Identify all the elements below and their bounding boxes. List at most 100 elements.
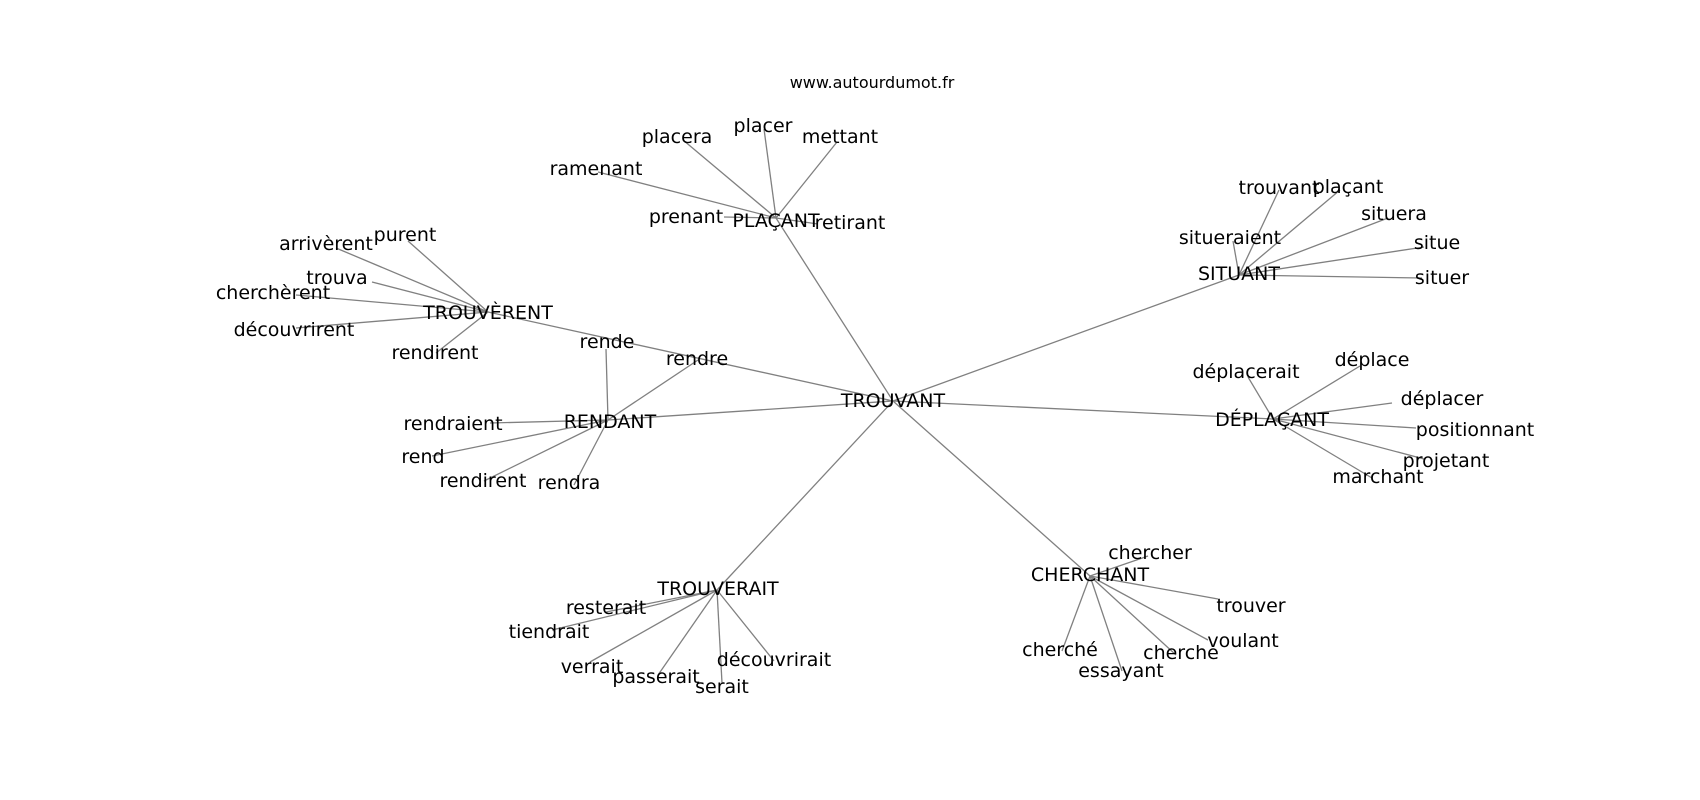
leaf-node-label[interactable]: voulant bbox=[1207, 630, 1278, 652]
leaf-node-label[interactable]: cherché bbox=[1022, 639, 1098, 661]
leaf-node-label[interactable]: découvrirait bbox=[717, 649, 831, 671]
leaf-node-label[interactable]: rendraient bbox=[403, 413, 502, 435]
leaf-node-label[interactable]: essayant bbox=[1078, 660, 1164, 682]
edge-hub-to-leaf bbox=[1272, 418, 1373, 479]
edge-hub-to-leaf bbox=[1089, 575, 1123, 672]
leaf-node-label[interactable]: plaçant bbox=[1313, 176, 1384, 198]
leaf-node-label[interactable]: rendre bbox=[666, 348, 728, 370]
edge-hub-to-leaf bbox=[716, 589, 775, 662]
edge-hub-to-leaf bbox=[1247, 376, 1274, 420]
edge-hub-to-leaf bbox=[1089, 575, 1177, 656]
leaf-node-label[interactable]: trouver bbox=[1216, 595, 1285, 617]
edge-hub-to-leaf bbox=[1089, 555, 1149, 577]
leaf-node-label[interactable]: marchant bbox=[1332, 466, 1423, 488]
leaf-node-label[interactable]: rend bbox=[401, 446, 444, 468]
leaf-node-label[interactable]: arrivèrent bbox=[279, 233, 373, 255]
leaf-node-label[interactable]: situera bbox=[1361, 203, 1427, 225]
edge-hub-to-leaf bbox=[605, 348, 609, 421]
leaf-node-label[interactable]: rendra bbox=[538, 472, 601, 494]
hub-node-label[interactable]: DÉPLAÇANT bbox=[1215, 408, 1329, 431]
edge-hub-to-leaf bbox=[1089, 575, 1219, 600]
edge-hub-to-leaf bbox=[1238, 189, 1341, 276]
leaf-node-label[interactable]: verrait bbox=[561, 656, 624, 678]
leaf-node-label[interactable]: découvrirent bbox=[234, 319, 355, 341]
leaf-node-label[interactable]: situer bbox=[1415, 267, 1469, 289]
edge-hub-to-leaf bbox=[335, 247, 489, 313]
edge-hub-to-leaf bbox=[483, 419, 609, 482]
leaf-node-label[interactable]: déplacerait bbox=[1192, 361, 1299, 383]
leaf-node-label[interactable]: positionnant bbox=[1416, 419, 1534, 441]
leaf-node-label[interactable]: placer bbox=[734, 115, 793, 137]
edge-hub-to-leaf bbox=[573, 419, 609, 486]
edge-hub-to-leaf bbox=[1061, 575, 1091, 652]
hub-node-label[interactable]: CHERCHANT bbox=[1031, 564, 1150, 586]
edge-hub-to-leaf bbox=[1272, 418, 1417, 429]
leaf-node-label[interactable]: tiendrait bbox=[509, 621, 590, 643]
edge-hub-to-leaf bbox=[775, 141, 838, 219]
edge-hub-to-leaf bbox=[407, 240, 489, 313]
edge-hub-to-leaf bbox=[716, 589, 723, 684]
edge-center-to-hub bbox=[716, 400, 894, 591]
leaf-node-label[interactable]: chercher bbox=[1108, 542, 1192, 564]
leaf-node-label[interactable]: rende bbox=[580, 331, 635, 353]
edge-hub-to-leaf bbox=[1238, 217, 1389, 276]
edge-hub-to-leaf bbox=[1232, 240, 1240, 276]
leaf-node-label[interactable]: retirant bbox=[815, 212, 886, 234]
leaf-node-label[interactable]: resterait bbox=[566, 597, 646, 619]
leaf-node-label[interactable]: rendirent bbox=[439, 470, 526, 492]
edge-center-to-hub bbox=[892, 400, 1091, 577]
graph-edges bbox=[295, 128, 1425, 684]
leaf-node-label[interactable]: trouva bbox=[306, 267, 367, 289]
edge-hub-to-leaf bbox=[657, 589, 718, 676]
edge-hub-to-leaf bbox=[1272, 418, 1425, 460]
edge-hub-to-leaf bbox=[607, 359, 699, 421]
edge-hub-to-leaf bbox=[589, 589, 718, 663]
leaf-node-label[interactable]: déplace bbox=[1335, 349, 1410, 371]
leaf-node-label[interactable]: cherchèrent bbox=[216, 282, 330, 304]
hub-node-label[interactable]: SITUANT bbox=[1198, 263, 1280, 285]
edge-center-to-hub bbox=[892, 274, 1240, 402]
leaf-node-label[interactable]: cherche bbox=[1143, 642, 1219, 664]
edge-hub-to-leaf bbox=[371, 281, 489, 313]
hub-node-label[interactable]: RENDANT bbox=[564, 411, 657, 433]
edge-hub-to-leaf bbox=[605, 589, 718, 613]
watermark-text: www.autourdumot.fr bbox=[790, 73, 955, 92]
leaf-node-label[interactable]: prenant bbox=[649, 206, 723, 228]
edge-hub-to-leaf bbox=[551, 589, 718, 631]
edge-hub-to-leaf bbox=[1272, 365, 1361, 420]
edge-hub-to-leaf bbox=[295, 294, 489, 313]
edge-center-to-hub bbox=[775, 217, 894, 402]
leaf-node-label[interactable]: projetant bbox=[1403, 450, 1490, 472]
edge-hub-to-leaf bbox=[1238, 189, 1280, 276]
edge-hub-to-leaf bbox=[1089, 575, 1209, 641]
leaf-node-label[interactable]: situeraient bbox=[1179, 227, 1281, 249]
leaf-node-label[interactable]: déplacer bbox=[1401, 388, 1484, 410]
leaf-node-label[interactable]: passerait bbox=[612, 666, 699, 688]
leaf-node-label[interactable]: mettant bbox=[802, 126, 878, 148]
edge-hub-to-leaf bbox=[295, 311, 489, 329]
graph-labels: www.autourdumot.fr TROUVANT PLAÇANT place… bbox=[216, 73, 1534, 698]
leaf-node-label[interactable]: rendirent bbox=[391, 342, 478, 364]
edge-hub-to-leaf bbox=[1238, 246, 1425, 276]
edge-hub-to-leaf bbox=[1272, 402, 1393, 420]
leaf-node-label[interactable]: situe bbox=[1414, 232, 1460, 254]
leaf-node-label[interactable]: trouvant bbox=[1239, 177, 1320, 199]
hub-node-label[interactable]: TROUVERAIT bbox=[656, 578, 779, 600]
leaf-node-label[interactable]: placera bbox=[642, 126, 713, 148]
edge-center-to-hub bbox=[487, 311, 894, 402]
edge-hub-to-leaf bbox=[682, 139, 777, 219]
leaf-node-label[interactable]: purent bbox=[374, 224, 437, 246]
leaf-node-label[interactable]: ramenant bbox=[550, 158, 643, 180]
edge-hub-to-leaf bbox=[435, 311, 489, 354]
leaf-node-label[interactable]: serait bbox=[695, 676, 749, 698]
edge-hub-to-leaf bbox=[431, 419, 609, 457]
hub-node-label[interactable]: TROUVÈRENT bbox=[422, 301, 553, 324]
hub-node-label[interactable]: PLAÇANT bbox=[732, 210, 820, 232]
edge-hub-to-leaf bbox=[489, 419, 609, 424]
edge-hub-to-leaf bbox=[723, 216, 777, 219]
center-node-label[interactable]: TROUVANT bbox=[840, 390, 946, 412]
edge-center-to-hub bbox=[892, 400, 1274, 420]
edge-hub-to-leaf bbox=[1238, 274, 1423, 279]
